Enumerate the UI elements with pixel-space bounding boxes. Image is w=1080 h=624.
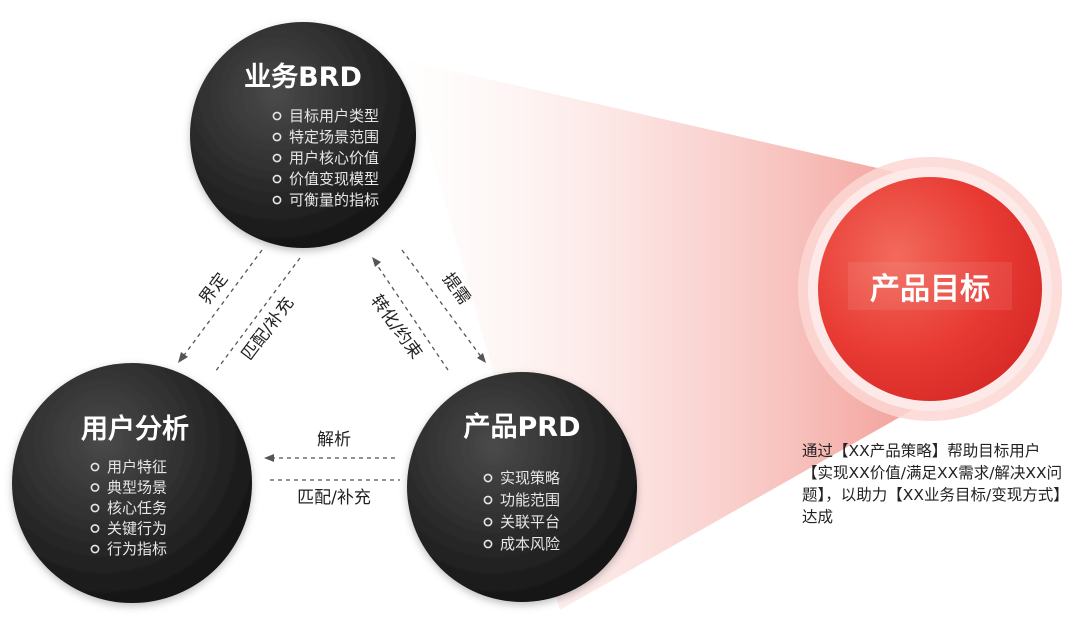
bullet-icon xyxy=(272,174,282,184)
edge-label-parse: 解析 xyxy=(317,430,351,450)
arrow-transform-head xyxy=(372,257,381,267)
bullet-icon xyxy=(90,524,100,533)
arrow-define-head xyxy=(178,352,188,363)
user-item: 行为指标 xyxy=(107,540,167,558)
bullet-icon xyxy=(272,153,282,163)
edge-label-transform: 转化/约束 xyxy=(366,291,426,362)
goal-title: 产品目标 xyxy=(870,272,990,307)
bullet-icon xyxy=(272,111,282,121)
user-item: 典型场景 xyxy=(107,479,167,497)
business-item: 可衡量的指标 xyxy=(289,191,379,209)
arrow-define xyxy=(181,249,263,359)
user-item: 核心任务 xyxy=(107,499,167,517)
product-item: 实现策略 xyxy=(500,469,560,487)
business-item: 用户核心价值 xyxy=(289,149,379,167)
business-title: 业务BRD xyxy=(244,62,362,93)
bullet-icon xyxy=(272,195,282,205)
product-title: 产品PRD xyxy=(464,412,581,443)
bullet-icon xyxy=(90,462,100,472)
product-item: 功能范围 xyxy=(500,491,560,509)
user-title: 用户分析 xyxy=(81,413,189,445)
user-item: 关键行为 xyxy=(107,520,167,538)
product-item: 关联平台 xyxy=(500,513,560,531)
bullet-icon xyxy=(90,544,100,554)
business-item: 目标用户类型 xyxy=(289,107,379,125)
goal-description: 通过【XX产品策略】帮助目标用户【实现XX价值/满足XX需求/解决XX问题】，以… xyxy=(802,442,1063,526)
arrow-propose xyxy=(401,249,483,359)
arrow-propose-head xyxy=(477,353,486,363)
business-item: 特定场景范围 xyxy=(289,128,379,146)
bullet-icon xyxy=(483,495,493,505)
goal-circle: 产品目标 xyxy=(818,177,1042,401)
bullet-icon xyxy=(483,517,493,527)
arrow-transform xyxy=(374,261,449,371)
edge-label-match-bottom: 匹配/补充 xyxy=(297,488,371,508)
edge-label-define: 界定 xyxy=(196,269,232,308)
business-item: 价值变现模型 xyxy=(289,170,379,188)
arrow-parse-head xyxy=(264,454,274,462)
user-item: 用户特征 xyxy=(107,458,167,476)
bullet-icon xyxy=(483,539,493,549)
product-item: 成本风险 xyxy=(500,535,560,553)
bullet-icon xyxy=(90,503,100,513)
bullet-icon xyxy=(483,473,493,483)
bullet-icon xyxy=(272,132,282,142)
bullet-icon xyxy=(90,483,100,492)
